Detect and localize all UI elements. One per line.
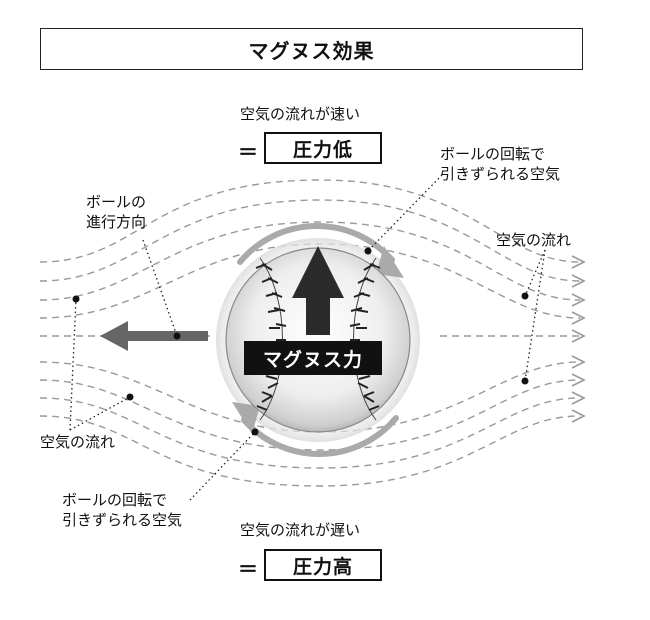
leader-lines (69, 174, 546, 501)
streamline (39, 415, 581, 487)
top-equals-sign: ＝ (238, 140, 258, 164)
arrowhead (571, 274, 586, 288)
direction-arrow (100, 321, 208, 351)
magnus-force-label: マグヌス力 (244, 341, 382, 375)
spin-arrows (237, 223, 399, 457)
spin-drag-label-bottom: ボールの回転で 引きずられる空気 (62, 491, 183, 529)
direction-label: ボールの 進行方向 (86, 193, 147, 231)
leader-airflow-right-a (524, 249, 546, 297)
airflow-label-right: 空気の流れ (496, 231, 572, 249)
leader-spin-top (367, 174, 443, 252)
streamline (39, 397, 581, 469)
airflow-label-left: 空気の流れ (40, 433, 116, 451)
leader-dots (72, 247, 529, 436)
streamline (39, 221, 581, 301)
arrowhead (571, 391, 586, 405)
top-airflow-label: 空気の流れが速い (240, 105, 361, 123)
streamline-arrowheads (571, 255, 586, 423)
bottom-equals-sign: ＝ (238, 557, 258, 581)
streamline (39, 179, 581, 263)
spin-arrowhead-top (376, 246, 404, 278)
leader-airflow-left-a (69, 298, 77, 431)
streamline (39, 199, 581, 282)
arrowhead (571, 311, 586, 325)
high-pressure-box: 圧力高 (264, 549, 382, 581)
arrowhead (571, 373, 586, 387)
arrowhead (571, 355, 586, 369)
spin-arrowhead-bottom (232, 402, 260, 434)
leader-direction (142, 239, 178, 337)
spin-drag-label-top: ボールの回転で 引きずられる空気 (440, 145, 561, 183)
arrowhead (571, 409, 586, 423)
low-pressure-box: 圧力低 (264, 132, 382, 164)
arrowhead (571, 329, 586, 343)
spin-arrow-top (237, 223, 395, 265)
streamline (39, 379, 581, 451)
magnus-force-arrow (292, 246, 344, 335)
leader-spin-bottom (189, 431, 256, 501)
spin-arrow-bottom (241, 415, 399, 457)
arrowhead (571, 255, 586, 269)
bottom-airflow-label: 空気の流れが遅い (240, 521, 361, 539)
arrowhead (571, 293, 586, 307)
diagram-title: マグヌス効果 (40, 28, 583, 70)
